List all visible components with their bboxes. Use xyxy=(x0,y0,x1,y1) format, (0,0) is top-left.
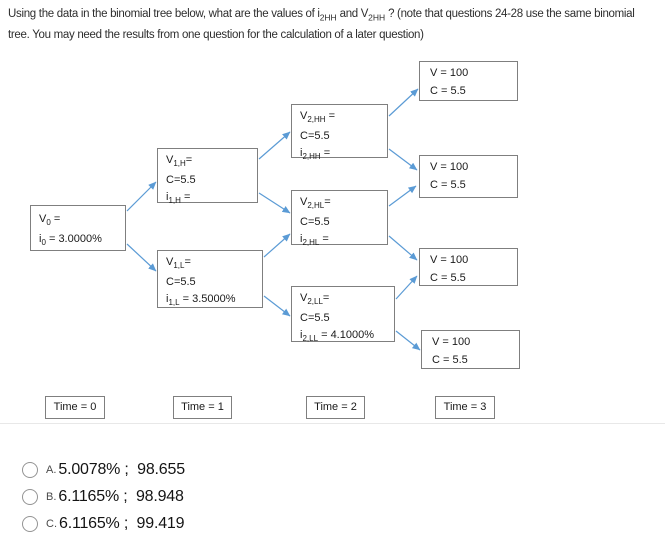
arrow-v2hh-to-t1 xyxy=(388,88,419,117)
option-c-letter: C. xyxy=(46,518,57,530)
arrow-v2hh-to-t2 xyxy=(388,148,418,171)
option-b-text: 6.1165% ; 98.948 xyxy=(58,488,184,505)
option-c-text: 6.1165% ; 99.419 xyxy=(59,515,185,532)
answer-option-a[interactable]: A. 5.0078% ; 98.655 xyxy=(22,458,185,482)
option-b-radio[interactable] xyxy=(22,489,38,505)
question-text: Using the data in the binomial tree belo… xyxy=(8,5,635,44)
arrow-v2hl-to-t3 xyxy=(388,235,418,261)
arrow-v1l-to-v2hl xyxy=(263,233,291,258)
arrow-v0-to-v1h xyxy=(126,181,157,212)
arrow-v0-to-v1l xyxy=(126,243,157,272)
tree-node-v2hl: V2,HL= C=5.5 i2,HL = xyxy=(291,190,388,247)
tree-node-v2hh: V2,HH = C=5.5 i2,HH = xyxy=(291,104,388,161)
option-a-letter: A. xyxy=(46,464,57,476)
time-label-1: Time = 1 xyxy=(173,396,232,419)
tree-node-terminal-4: V = 100 C = 5.5 xyxy=(421,330,520,369)
time-label-3: Time = 3 xyxy=(435,396,495,419)
section-divider xyxy=(0,423,665,424)
arrow-v1h-to-v2hh xyxy=(258,131,291,160)
time-label-2: Time = 2 xyxy=(306,396,365,419)
answer-option-b[interactable]: B. 6.1165% ; 98.948 xyxy=(22,485,184,509)
answer-option-c[interactable]: C. 6.1165% ; 99.419 xyxy=(22,512,184,536)
tree-node-v2ll: V2,LL= C=5.5 i2,LL = 4.1000% xyxy=(291,286,395,343)
option-b-letter: B. xyxy=(46,491,57,503)
tree-node-v0: V0 = i0 = 3.0000% xyxy=(30,205,126,251)
option-c-radio[interactable] xyxy=(22,516,38,532)
tree-node-v1h: V1,H= C=5.5 i1,H = xyxy=(157,148,258,205)
time-label-0: Time = 0 xyxy=(45,396,105,419)
arrow-v1h-to-v2hl xyxy=(258,192,291,214)
tree-node-terminal-3: V = 100 C = 5.5 xyxy=(419,248,518,286)
tree-node-v1l: V1,L= C=5.5 i1,L = 3.5000% xyxy=(157,250,263,308)
option-a-radio[interactable] xyxy=(22,462,38,478)
arrow-v2ll-to-t3 xyxy=(395,275,418,300)
option-a-text: 5.0078% ; 98.655 xyxy=(58,461,185,478)
question-line-1: Using the data in the binomial tree belo… xyxy=(8,8,635,23)
arrow-v2ll-to-t4 xyxy=(395,330,421,351)
arrow-v1l-to-v2ll xyxy=(263,295,291,317)
tree-node-terminal-2: V = 100 C = 5.5 xyxy=(419,155,518,198)
arrow-v2hl-to-t2 xyxy=(388,185,417,207)
question-line-2: tree. You may need the results from one … xyxy=(8,29,424,42)
tree-node-terminal-1: V = 100 C = 5.5 xyxy=(419,61,518,101)
